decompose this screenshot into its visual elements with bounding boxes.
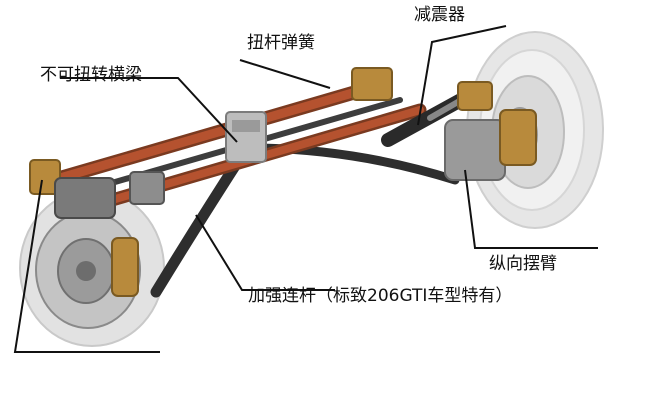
left-wheel	[19, 189, 165, 347]
leader-torsion-spring	[239, 59, 331, 89]
leader-brace-rod	[195, 214, 335, 291]
cross-beam-label: 不可扭转横梁	[40, 65, 142, 85]
shock-absorber-label: 减震器	[414, 5, 465, 25]
left-mount	[29, 159, 165, 219]
leader-cross-beam	[60, 77, 238, 143]
center-clamp	[225, 111, 267, 163]
brace-rod-label: 加强连杆（标致206GTI车型特有）	[248, 286, 513, 306]
trailing-arm-label: 纵向摆臂	[489, 254, 557, 274]
leader-lines	[13, 25, 598, 353]
leader-left-mount	[13, 179, 160, 353]
leader-shock-absorber	[417, 25, 507, 126]
right-hub	[444, 109, 537, 181]
torsion-spring-label: 扭杆弹簧	[247, 33, 315, 53]
leader-trailing-arm	[464, 169, 598, 249]
shock-absorber-shape	[351, 67, 493, 147]
